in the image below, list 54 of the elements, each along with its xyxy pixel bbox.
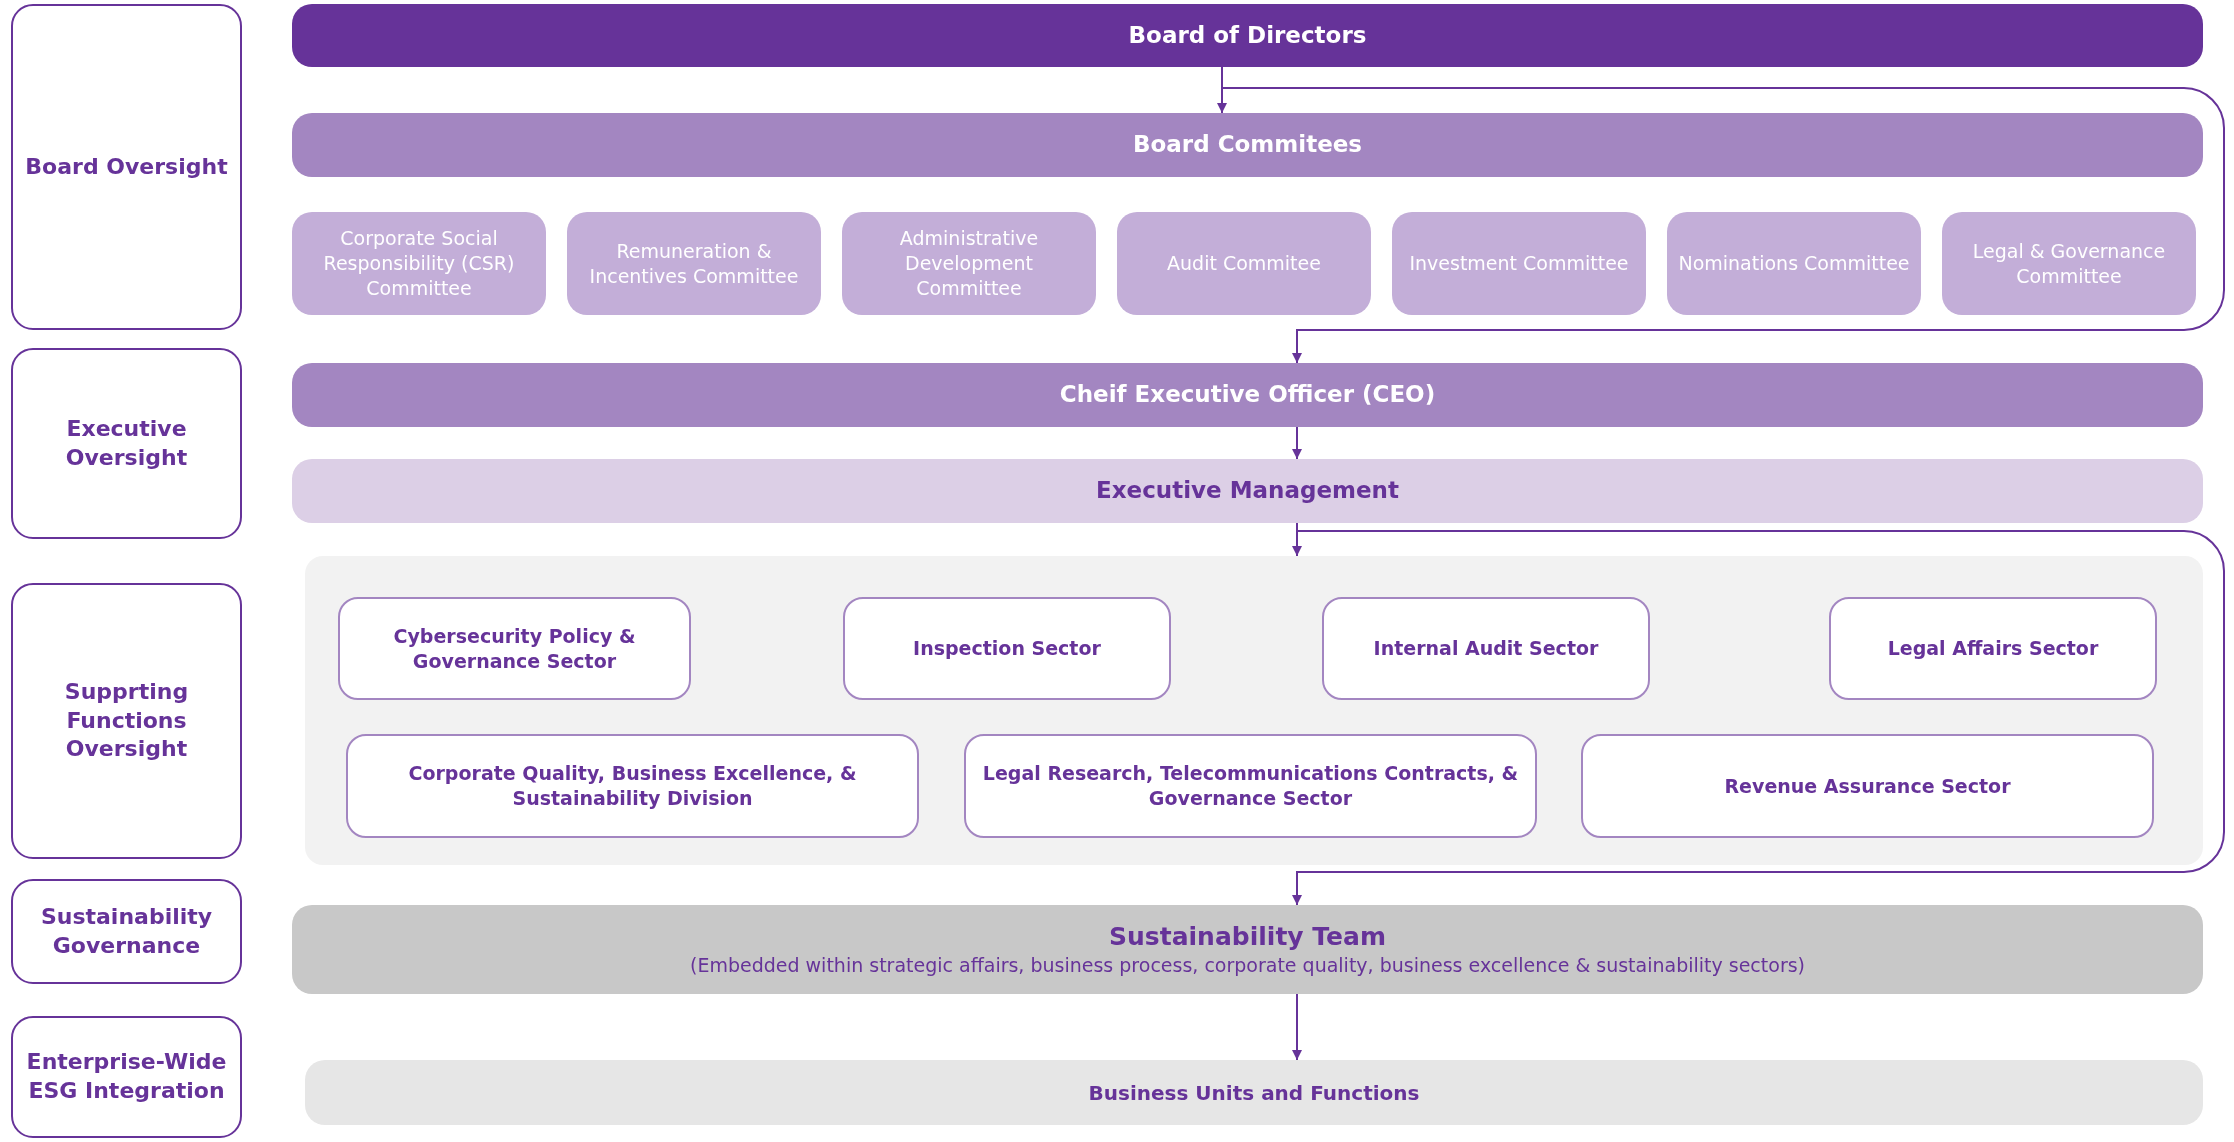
sector-label: Inspection Sector — [913, 636, 1101, 661]
sector-box — [338, 597, 691, 700]
title-bar — [292, 363, 2203, 427]
title-bar — [292, 459, 2203, 523]
bar-title: Board Commitees — [1132, 130, 1362, 160]
sector-label: Legal Research, Telecommunications Contracts, & Governance Sector — [981, 761, 1520, 811]
committee-box — [567, 212, 821, 315]
category-box — [11, 348, 242, 539]
category-label: Board Oversight — [25, 152, 228, 181]
category-box — [11, 1016, 242, 1138]
sector-box — [843, 597, 1171, 700]
category-box — [11, 4, 242, 330]
sector-label: Corporate Quality, Business Excellence, & Sustainability Division — [407, 761, 858, 811]
committee-label: Corporate Social Responsibility (CSR) Committee — [322, 226, 516, 301]
committee-box — [842, 212, 1096, 315]
category-box — [11, 879, 242, 984]
team-label: Sustainability Team — [1109, 920, 1386, 953]
committee-label: Legal & Governance Committee — [1971, 238, 2167, 289]
sector-label: Legal Affairs Sector — [1887, 636, 2099, 661]
committee-label: Investment Committee — [1409, 251, 1629, 276]
committee-label: Nominations Committee — [1678, 251, 1910, 276]
box-shape — [305, 556, 2203, 865]
category-box — [11, 583, 242, 859]
sector-label: Internal Audit Sector — [1373, 636, 1599, 661]
bar-title: Executive Management — [1096, 476, 1399, 506]
sector-box — [1829, 597, 2157, 700]
sector-label: Revenue Assurance Sector — [1724, 773, 2011, 799]
category-label: Sustainability Governance — [39, 902, 214, 960]
committee-label: Audit Commitee — [1167, 251, 1321, 276]
category-label: Executive Oversight — [64, 414, 189, 472]
committee-box — [1392, 212, 1646, 315]
committee-box — [1117, 212, 1371, 315]
committee-label: Remuneration & Incentives Committee — [588, 238, 800, 289]
bar-title: Cheif Executive Officer (CEO) — [1059, 380, 1436, 410]
bar-title: Business Units and Functions — [1088, 1079, 1420, 1106]
connector-arrow — [1292, 426, 1302, 460]
bar-title: Board of Directors — [1128, 20, 1367, 50]
category-label: Supprting Functions Oversight — [63, 678, 190, 764]
committee-box — [292, 212, 546, 315]
sector-label: Cybersecurity Policy & Governance Sector — [392, 623, 637, 674]
sector-box — [964, 734, 1537, 838]
title-bar — [292, 4, 2203, 67]
sector-box — [1581, 734, 2154, 838]
category-label: Enterprise-Wide ESG Integration — [25, 1048, 228, 1105]
title-bar — [305, 1060, 2203, 1125]
sector-box — [1322, 597, 1650, 700]
committee-label: Administrative Development Committee — [898, 226, 1040, 301]
committee-box — [1942, 212, 2196, 315]
connector-arrow — [1292, 993, 1302, 1061]
title-bar — [292, 113, 2203, 177]
team-bar — [292, 905, 2203, 994]
team-description: (Embedded within strategic affairs, business process, corporate quality, business excellence & sustainability sectors) — [690, 953, 1805, 979]
committee-box — [1667, 212, 1921, 315]
sector-box — [346, 734, 919, 838]
